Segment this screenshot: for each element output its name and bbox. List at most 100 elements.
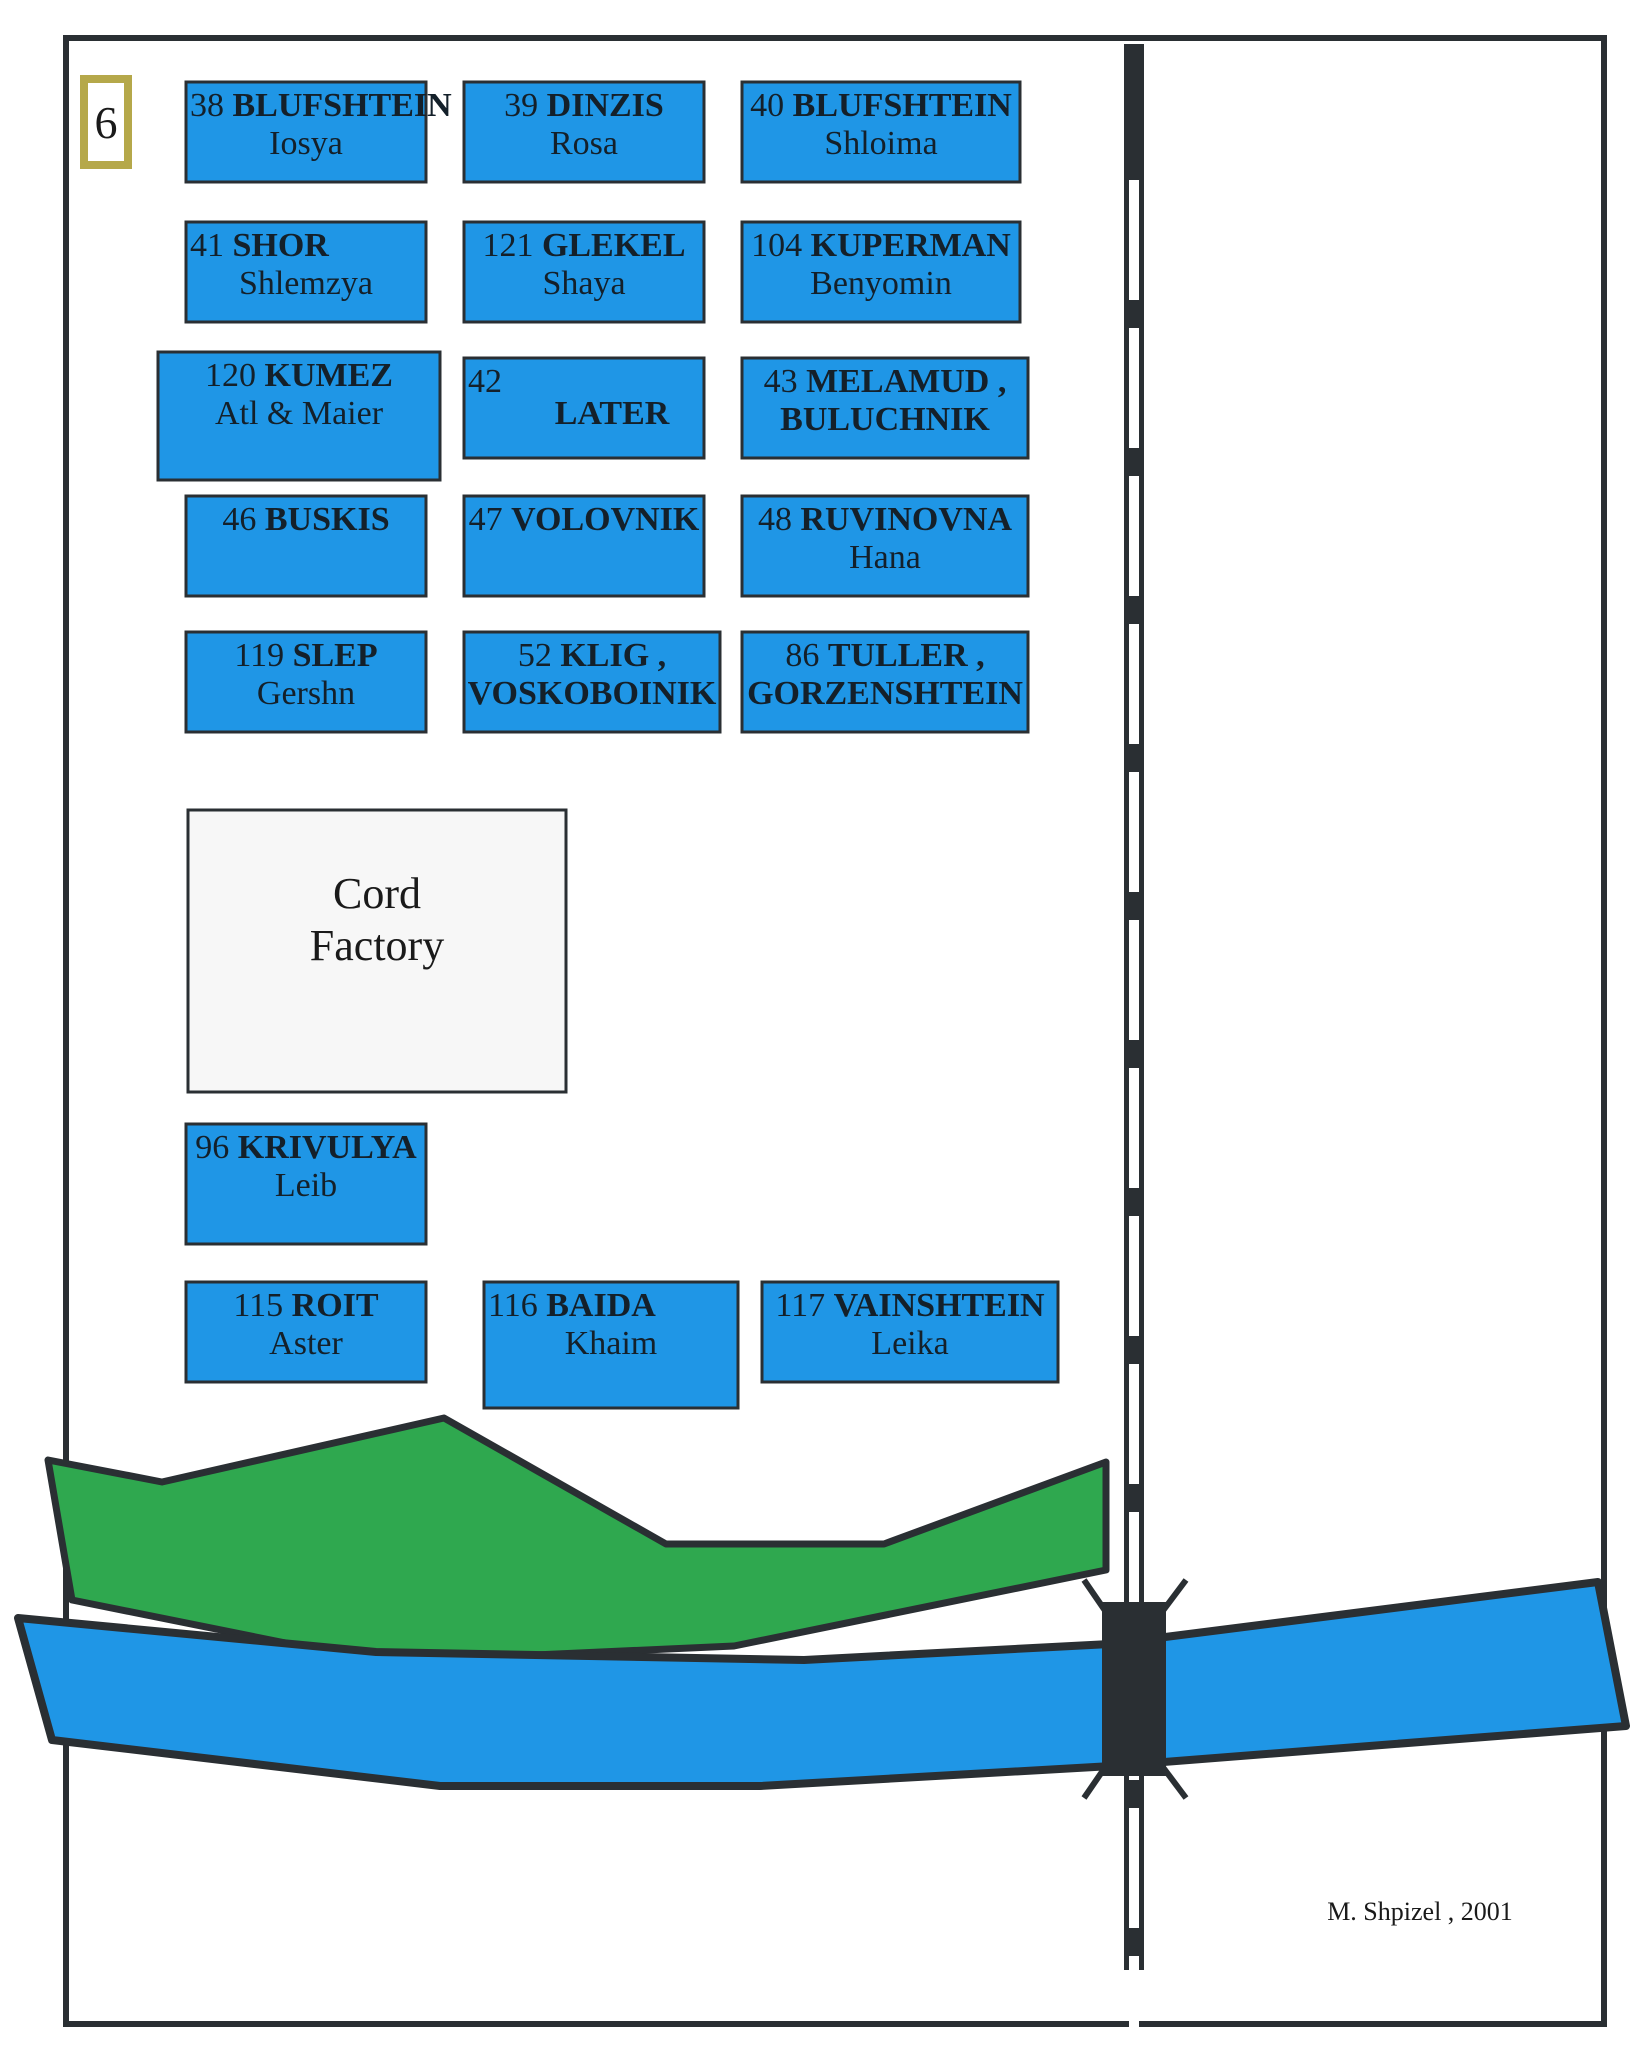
house-label-line1: 39 DINZIS xyxy=(504,87,664,124)
railway-segment xyxy=(1129,328,1139,448)
house-surname: BUSKIS xyxy=(265,501,390,538)
house-lot-47: 47 VOLOVNIK xyxy=(462,494,706,598)
house-number: 119 xyxy=(234,637,292,674)
house-label-line2: LATER xyxy=(555,395,670,432)
house-label-line2: Leib xyxy=(275,1167,337,1204)
house-surname: KLIG , xyxy=(560,637,666,674)
house-lot-46: 46 BUSKIS xyxy=(184,494,428,598)
railway-segment xyxy=(1129,1512,1139,1632)
house-label-line2: Aster xyxy=(269,1325,343,1362)
house-box xyxy=(740,494,1030,598)
house-label-line1: 120 KUMEZ xyxy=(205,357,393,394)
house-surname: VAINSHTEIN xyxy=(834,1287,1045,1324)
river xyxy=(14,1578,1630,1790)
house-lot-86: 86 TULLER ,GORZENSHTEIN xyxy=(740,630,1030,734)
house-surname: VOLOVNIK xyxy=(511,501,700,538)
railway-segment xyxy=(1129,1216,1139,1336)
house-box xyxy=(156,350,442,482)
house-surname: DINZIS xyxy=(547,87,664,124)
house-label-line1: 117 VAINSHTEIN xyxy=(775,1287,1045,1324)
house-box xyxy=(462,80,706,184)
bridge xyxy=(1081,1578,1189,1800)
house-surname: MELAMUD , xyxy=(806,363,1006,400)
house-number: 47 xyxy=(469,501,512,538)
house-surname: GLEKEL xyxy=(542,227,686,264)
house-number: 39 xyxy=(504,87,547,124)
map-frame xyxy=(63,35,1607,2027)
house-lot-43: 43 MELAMUD ,BULUCHNIK xyxy=(740,356,1030,460)
house-number: 43 xyxy=(764,363,807,400)
house-number: 48 xyxy=(758,501,801,538)
house-surname: RUVINOVNA xyxy=(800,501,1012,538)
house-number: 104 xyxy=(751,227,811,264)
house-label-line2: BULUCHNIK xyxy=(780,401,990,438)
house-label-line2: Iosya xyxy=(269,125,343,162)
house-surname: KUMEZ xyxy=(265,357,393,394)
house-number: 86 xyxy=(785,637,828,674)
house-surname: KRIVULYA xyxy=(238,1129,417,1166)
house-lot-52: 52 KLIG ,VOSKOBOINIK xyxy=(462,630,722,734)
house-surname: BLUFSHTEIN xyxy=(233,87,453,124)
house-box xyxy=(740,630,1030,734)
house-label-line2: Shlemzya xyxy=(239,265,373,302)
house-number: 52 xyxy=(518,637,561,674)
house-label-line1: 46 BUSKIS xyxy=(222,501,389,538)
house-number: 96 xyxy=(195,1129,238,1166)
railway-segment xyxy=(1129,920,1139,1040)
railway-segment xyxy=(1129,1364,1139,1484)
house-label-line1: 43 MELAMUD , xyxy=(764,363,1007,400)
house-number: 121 xyxy=(482,227,542,264)
house-label-line2: Shloima xyxy=(824,125,937,162)
railway-segment xyxy=(1129,180,1139,300)
sheet-number-badge: 6 xyxy=(80,75,132,169)
house-box xyxy=(184,1280,428,1384)
house-box xyxy=(740,356,1030,460)
house-box xyxy=(462,220,706,324)
house-surname: TULLER , xyxy=(828,637,985,674)
house-label-line2: Leika xyxy=(871,1325,948,1362)
house-label-line2: Rosa xyxy=(550,125,618,162)
house-label-line2: Gershn xyxy=(257,675,355,712)
house-label-line1: 96 KRIVULYA xyxy=(195,1129,417,1166)
sheet-number: 6 xyxy=(95,97,118,148)
house-number: 38 xyxy=(190,87,233,124)
park-area xyxy=(44,1414,1110,1666)
house-label-line1: 42 xyxy=(468,363,502,400)
house-box xyxy=(184,494,428,598)
house-surname: SHOR xyxy=(233,227,330,264)
house-label-line1: 47 VOLOVNIK xyxy=(469,501,700,538)
house-box xyxy=(462,630,722,734)
house-box xyxy=(462,356,706,460)
house-label-line1: 41 SHOR xyxy=(190,227,329,264)
house-box xyxy=(760,1280,1060,1384)
house-label-line1: 119 SLEP xyxy=(234,637,377,674)
house-label-line2: VOSKOBOINIK xyxy=(468,675,717,712)
house-label-line1: 104 KUPERMAN xyxy=(751,227,1011,264)
house-box xyxy=(184,630,428,734)
railway-segment xyxy=(1129,1068,1139,1188)
house-label-line1: 116 BAIDA xyxy=(488,1287,656,1324)
house-surname: BLUFSHTEIN xyxy=(793,87,1013,124)
house-box xyxy=(462,494,706,598)
house-number: 116 xyxy=(488,1287,546,1324)
railway-segment xyxy=(1129,772,1139,892)
house-surname: KUPERMAN xyxy=(811,227,1012,264)
house-label-line2: Benyomin xyxy=(810,265,952,302)
house-box xyxy=(184,1122,428,1246)
house-label-line1: 40 BLUFSHTEIN xyxy=(750,87,1012,124)
railway-segment xyxy=(1129,1956,1139,2052)
house-label-line2: GORZENSHTEIN xyxy=(747,675,1023,712)
house-number: 41 xyxy=(190,227,233,264)
house-number: 46 xyxy=(222,501,265,538)
